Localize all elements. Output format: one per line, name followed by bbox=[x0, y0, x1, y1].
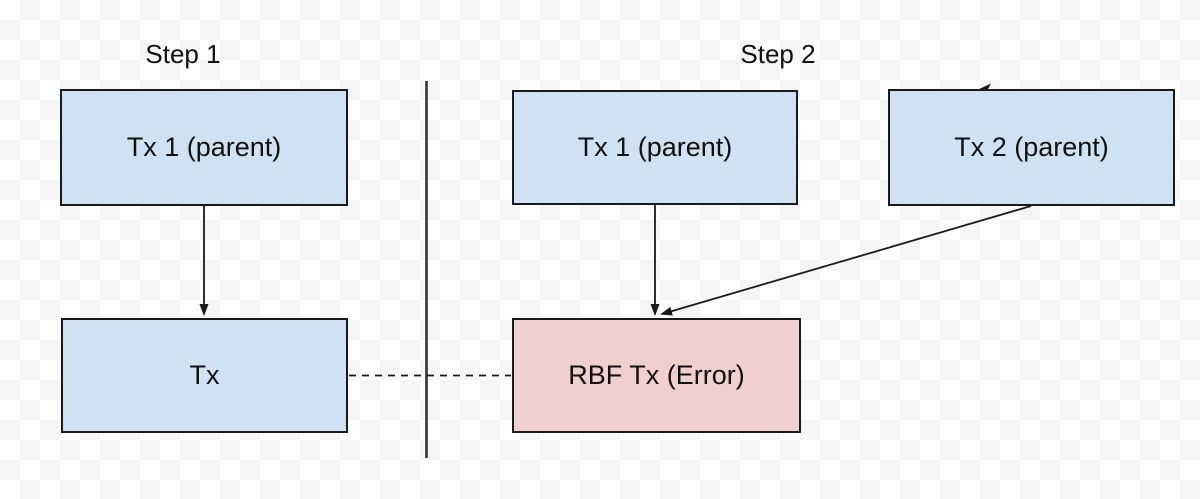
box-step1-tx1-parent-label: Tx 1 (parent) bbox=[126, 132, 282, 162]
box-step1-tx1-parent: Tx 1 (parent) bbox=[60, 89, 348, 206]
box-step2-tx1-parent: Tx 1 (parent) bbox=[512, 90, 798, 205]
box-step2-tx2-parent-label: Tx 2 (parent) bbox=[954, 132, 1109, 162]
box-step2-tx1-parent-label: Tx 1 (parent) bbox=[577, 132, 733, 162]
box-rbf-tx-error-label: RBF Tx (Error) bbox=[568, 360, 745, 390]
box-step1-tx: Tx bbox=[61, 318, 348, 433]
arrow-step2-parent2-to-rbf bbox=[660, 205, 1032, 316]
box-step1-tx-label: Tx bbox=[189, 360, 220, 390]
step2-title: Step 2 bbox=[740, 39, 816, 69]
step1-title: Step 1 bbox=[145, 39, 221, 69]
box-rbf-tx-error: RBF Tx (Error) bbox=[512, 318, 801, 433]
box-step2-tx2-parent: Tx 2 (parent) bbox=[888, 89, 1175, 206]
